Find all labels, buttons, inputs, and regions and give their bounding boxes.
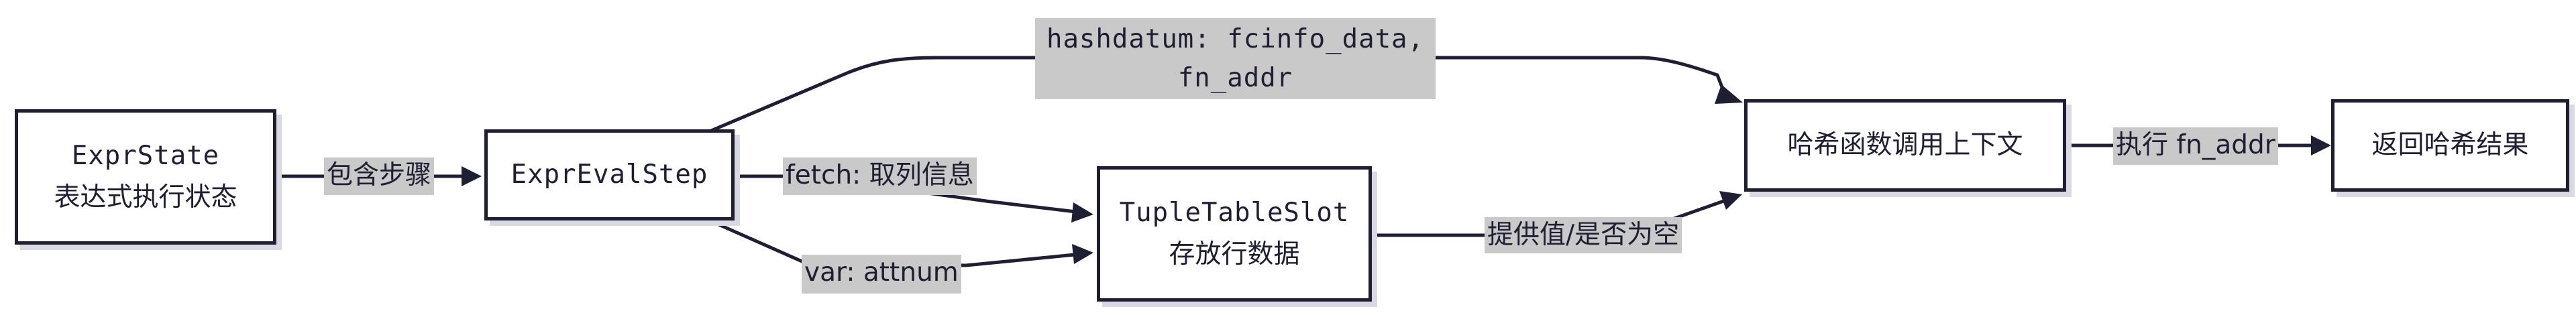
arrowhead-evalstep (462, 166, 482, 186)
label-exec-fn-addr: 执行 fn_addr (2113, 127, 2278, 165)
node-exprstate: ExprState 表达式执行状态 (15, 109, 276, 245)
tupletableslot-subtitle: 存放行数据 (1169, 239, 1300, 269)
label-var-attnum: var: attnum (802, 255, 961, 294)
node-hash-context: 哈希函数调用上下文 (1744, 99, 2066, 192)
exprevalstep-title: ExprEvalStep (511, 160, 708, 190)
arrowhead-slot-fetch (1071, 202, 1093, 223)
label-fetch: fetch: 取列信息 (783, 157, 977, 195)
label-hashdatum-line1: hashdatum: fcinfo_data, (1046, 23, 1425, 54)
label-provide-value: 提供值/是否为空 (1485, 217, 1682, 253)
hash-result-title: 返回哈希结果 (2371, 130, 2529, 160)
arrowhead-slot-var (1072, 244, 1093, 264)
tupletableslot-title: TupleTableSlot (1119, 198, 1350, 228)
hash-context-title: 哈希函数调用上下文 (1787, 130, 2023, 160)
node-hash-result: 返回哈希结果 (2331, 99, 2569, 192)
label-hashdatum: hashdatum: fcinfo_data, fn_addr (1035, 18, 1436, 99)
exprstate-title: ExprState (71, 141, 220, 171)
arrowhead-hashcontext-top (1715, 84, 1743, 104)
label-hashdatum-line2: fn_addr (1177, 62, 1293, 93)
exprstate-subtitle: 表达式执行状态 (54, 182, 237, 212)
label-contains-steps: 包含步骤 (324, 157, 435, 195)
arrowhead-result (2311, 135, 2331, 155)
arrowhead-hashcontext-bottom (1719, 191, 1742, 210)
edge-evalstep-to-hashcontext (710, 56, 1729, 133)
node-tupletableslot: TupleTableSlot 存放行数据 (1097, 166, 1372, 302)
node-exprevalstep: ExprEvalStep (484, 129, 735, 220)
